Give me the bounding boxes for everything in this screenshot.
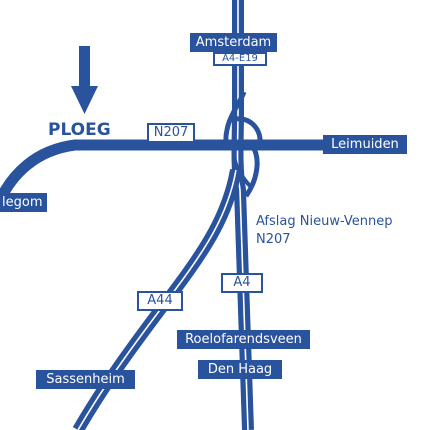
- interchange-loop: [231, 116, 263, 146]
- sign-roelofarendsveen-text: Roelofarendsveen: [185, 332, 302, 347]
- exit-label: Afslag Nieuw-Vennep N207: [256, 213, 393, 248]
- sign-sassenheim: Sassenheim: [36, 370, 135, 389]
- sign-amsterdam-text: Amsterdam: [195, 35, 272, 50]
- a4-motorway-centerline: [236, 0, 249, 430]
- sign-hillegom: legom: [0, 193, 47, 212]
- sign-leimuiden-text: Leimuiden: [331, 137, 399, 152]
- shield-n207-text: N207: [153, 125, 189, 140]
- exit-label-line2: N207: [256, 232, 291, 247]
- sign-hillegom-text: legom: [2, 195, 43, 210]
- shield-a44: A44: [137, 291, 183, 311]
- shield-a4: A4: [221, 273, 263, 293]
- sign-den-haag: Den Haag: [198, 360, 282, 379]
- shield-a4-text: A4: [233, 275, 251, 290]
- shield-a44-text: A44: [147, 293, 173, 308]
- sign-leimuiden: Leimuiden: [323, 135, 407, 154]
- interchange-ramp-east: [243, 143, 260, 198]
- interchange-ramp-west: [223, 91, 247, 146]
- sign-den-haag-text: Den Haag: [207, 362, 273, 377]
- n207-road: [0, 139, 405, 203]
- interchange-loop-south: [231, 147, 254, 190]
- sign-sassenheim-text: Sassenheim: [46, 372, 125, 387]
- shield-a4-e19-text: A4-E19: [222, 53, 258, 64]
- exit-label-line1: Afslag Nieuw-Vennep: [256, 214, 393, 229]
- sign-roelofarendsveen: Roelofarendsveen: [177, 330, 310, 349]
- destination-label: PLOEG: [48, 120, 111, 140]
- sign-amsterdam: Amsterdam: [190, 33, 277, 52]
- arrow-down-icon: [71, 46, 98, 114]
- shield-n207: N207: [147, 123, 195, 143]
- shield-a4-e19: A4-E19: [213, 52, 267, 66]
